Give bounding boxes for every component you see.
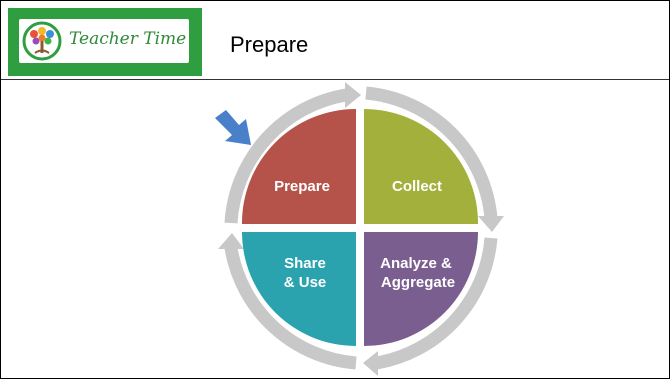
slide-title: Prepare	[230, 32, 309, 57]
logo-text: Teacher Time	[69, 29, 187, 49]
share-use-label-line2: & Use	[284, 274, 327, 291]
ring-arrow-bottom-right	[374, 237, 498, 370]
ring-arrowhead-bottom-right	[363, 351, 378, 376]
share-use-label-line1: Share	[284, 255, 326, 272]
analyze-aggregate-label-line2: Aggregate	[381, 274, 455, 291]
data-cycle-diagram: Prepare Collect Analyze & Aggregate Shar…	[218, 82, 504, 376]
ring-arrowhead-bottom-left	[218, 233, 244, 249]
ring-arrow-top-left	[224, 88, 348, 224]
collect-quadrant	[364, 109, 479, 224]
ring-arrow-top-right	[365, 86, 498, 219]
header-divider	[1, 79, 669, 80]
logo-panel: Teacher Time	[19, 19, 189, 63]
prepare-quadrant	[241, 109, 356, 224]
ring-arrow-bottom-left	[224, 246, 357, 370]
teacher-time-logo: Teacher Time	[8, 8, 202, 76]
pointer-arrow-icon	[215, 110, 251, 145]
collect-label: Collect	[392, 178, 442, 195]
share-use-quadrant	[242, 232, 356, 346]
analyze-aggregate-label-line1: Analyze &	[380, 255, 452, 272]
ring-arrowhead-top-left	[345, 82, 361, 108]
prepare-label: Prepare	[274, 178, 330, 195]
tree-logo-icon	[22, 21, 62, 61]
analyze-aggregate-quadrant	[364, 232, 478, 346]
ring-arrowhead-top-right	[478, 216, 504, 232]
